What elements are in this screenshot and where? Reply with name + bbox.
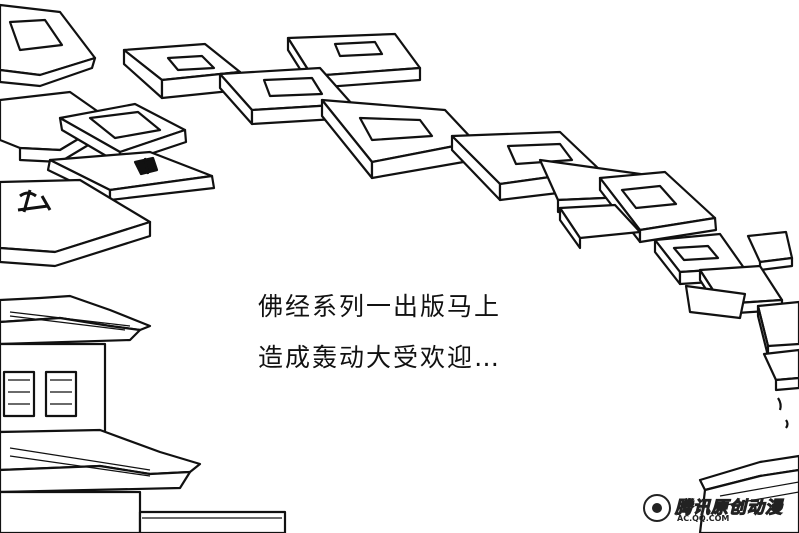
tencent-logo-icon (643, 494, 671, 522)
flying-book (320, 98, 477, 180)
watermark-brand: 腾讯原创动漫 (675, 498, 783, 519)
roof-corner (698, 454, 799, 533)
flying-book (762, 348, 799, 392)
flying-book (684, 284, 747, 320)
flying-book (558, 203, 642, 250)
flying-book (0, 3, 97, 88)
flying-book (756, 300, 799, 358)
watermark-url: AC.QQ.COM (677, 514, 730, 523)
flying-book (746, 230, 794, 272)
flying-book (286, 32, 422, 90)
narration-caption-line-1: 佛经系列一出版马上 (258, 292, 502, 321)
pagoda-building (0, 294, 287, 533)
watermark: 腾讯原创动漫 AC.QQ.COM (643, 493, 793, 527)
narration-caption-line-2: 造成轰动大受欢迎… (258, 343, 502, 372)
flying-book (0, 178, 152, 268)
